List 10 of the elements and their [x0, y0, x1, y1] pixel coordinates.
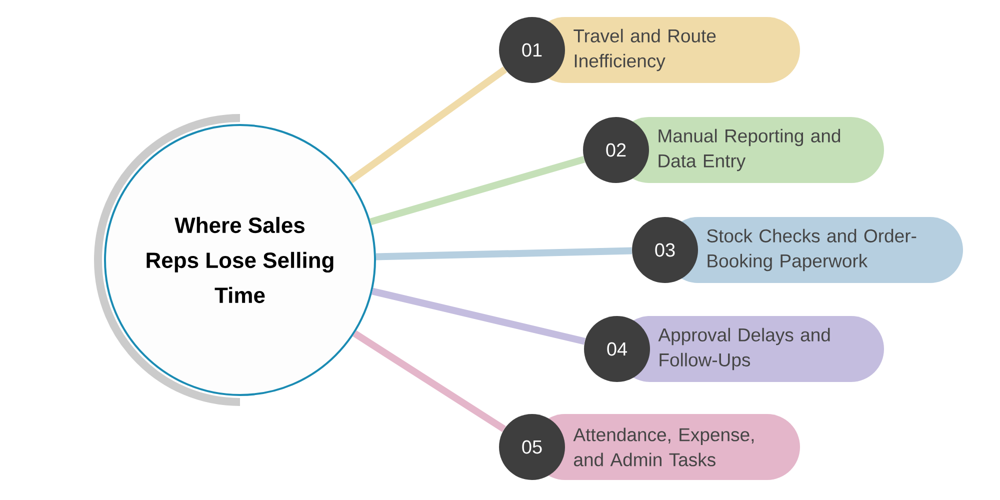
- number-badge: 01: [499, 17, 565, 83]
- connector-line: [372, 288, 586, 345]
- number-badge: 02: [583, 117, 649, 183]
- number-badge: 04: [584, 316, 650, 382]
- connector-line: [352, 330, 506, 432]
- number-badge: 03: [632, 217, 698, 283]
- connector-line: [376, 247, 632, 260]
- connector-line: [370, 156, 586, 226]
- number-badge: 05: [499, 414, 565, 480]
- connector-line: [348, 66, 508, 184]
